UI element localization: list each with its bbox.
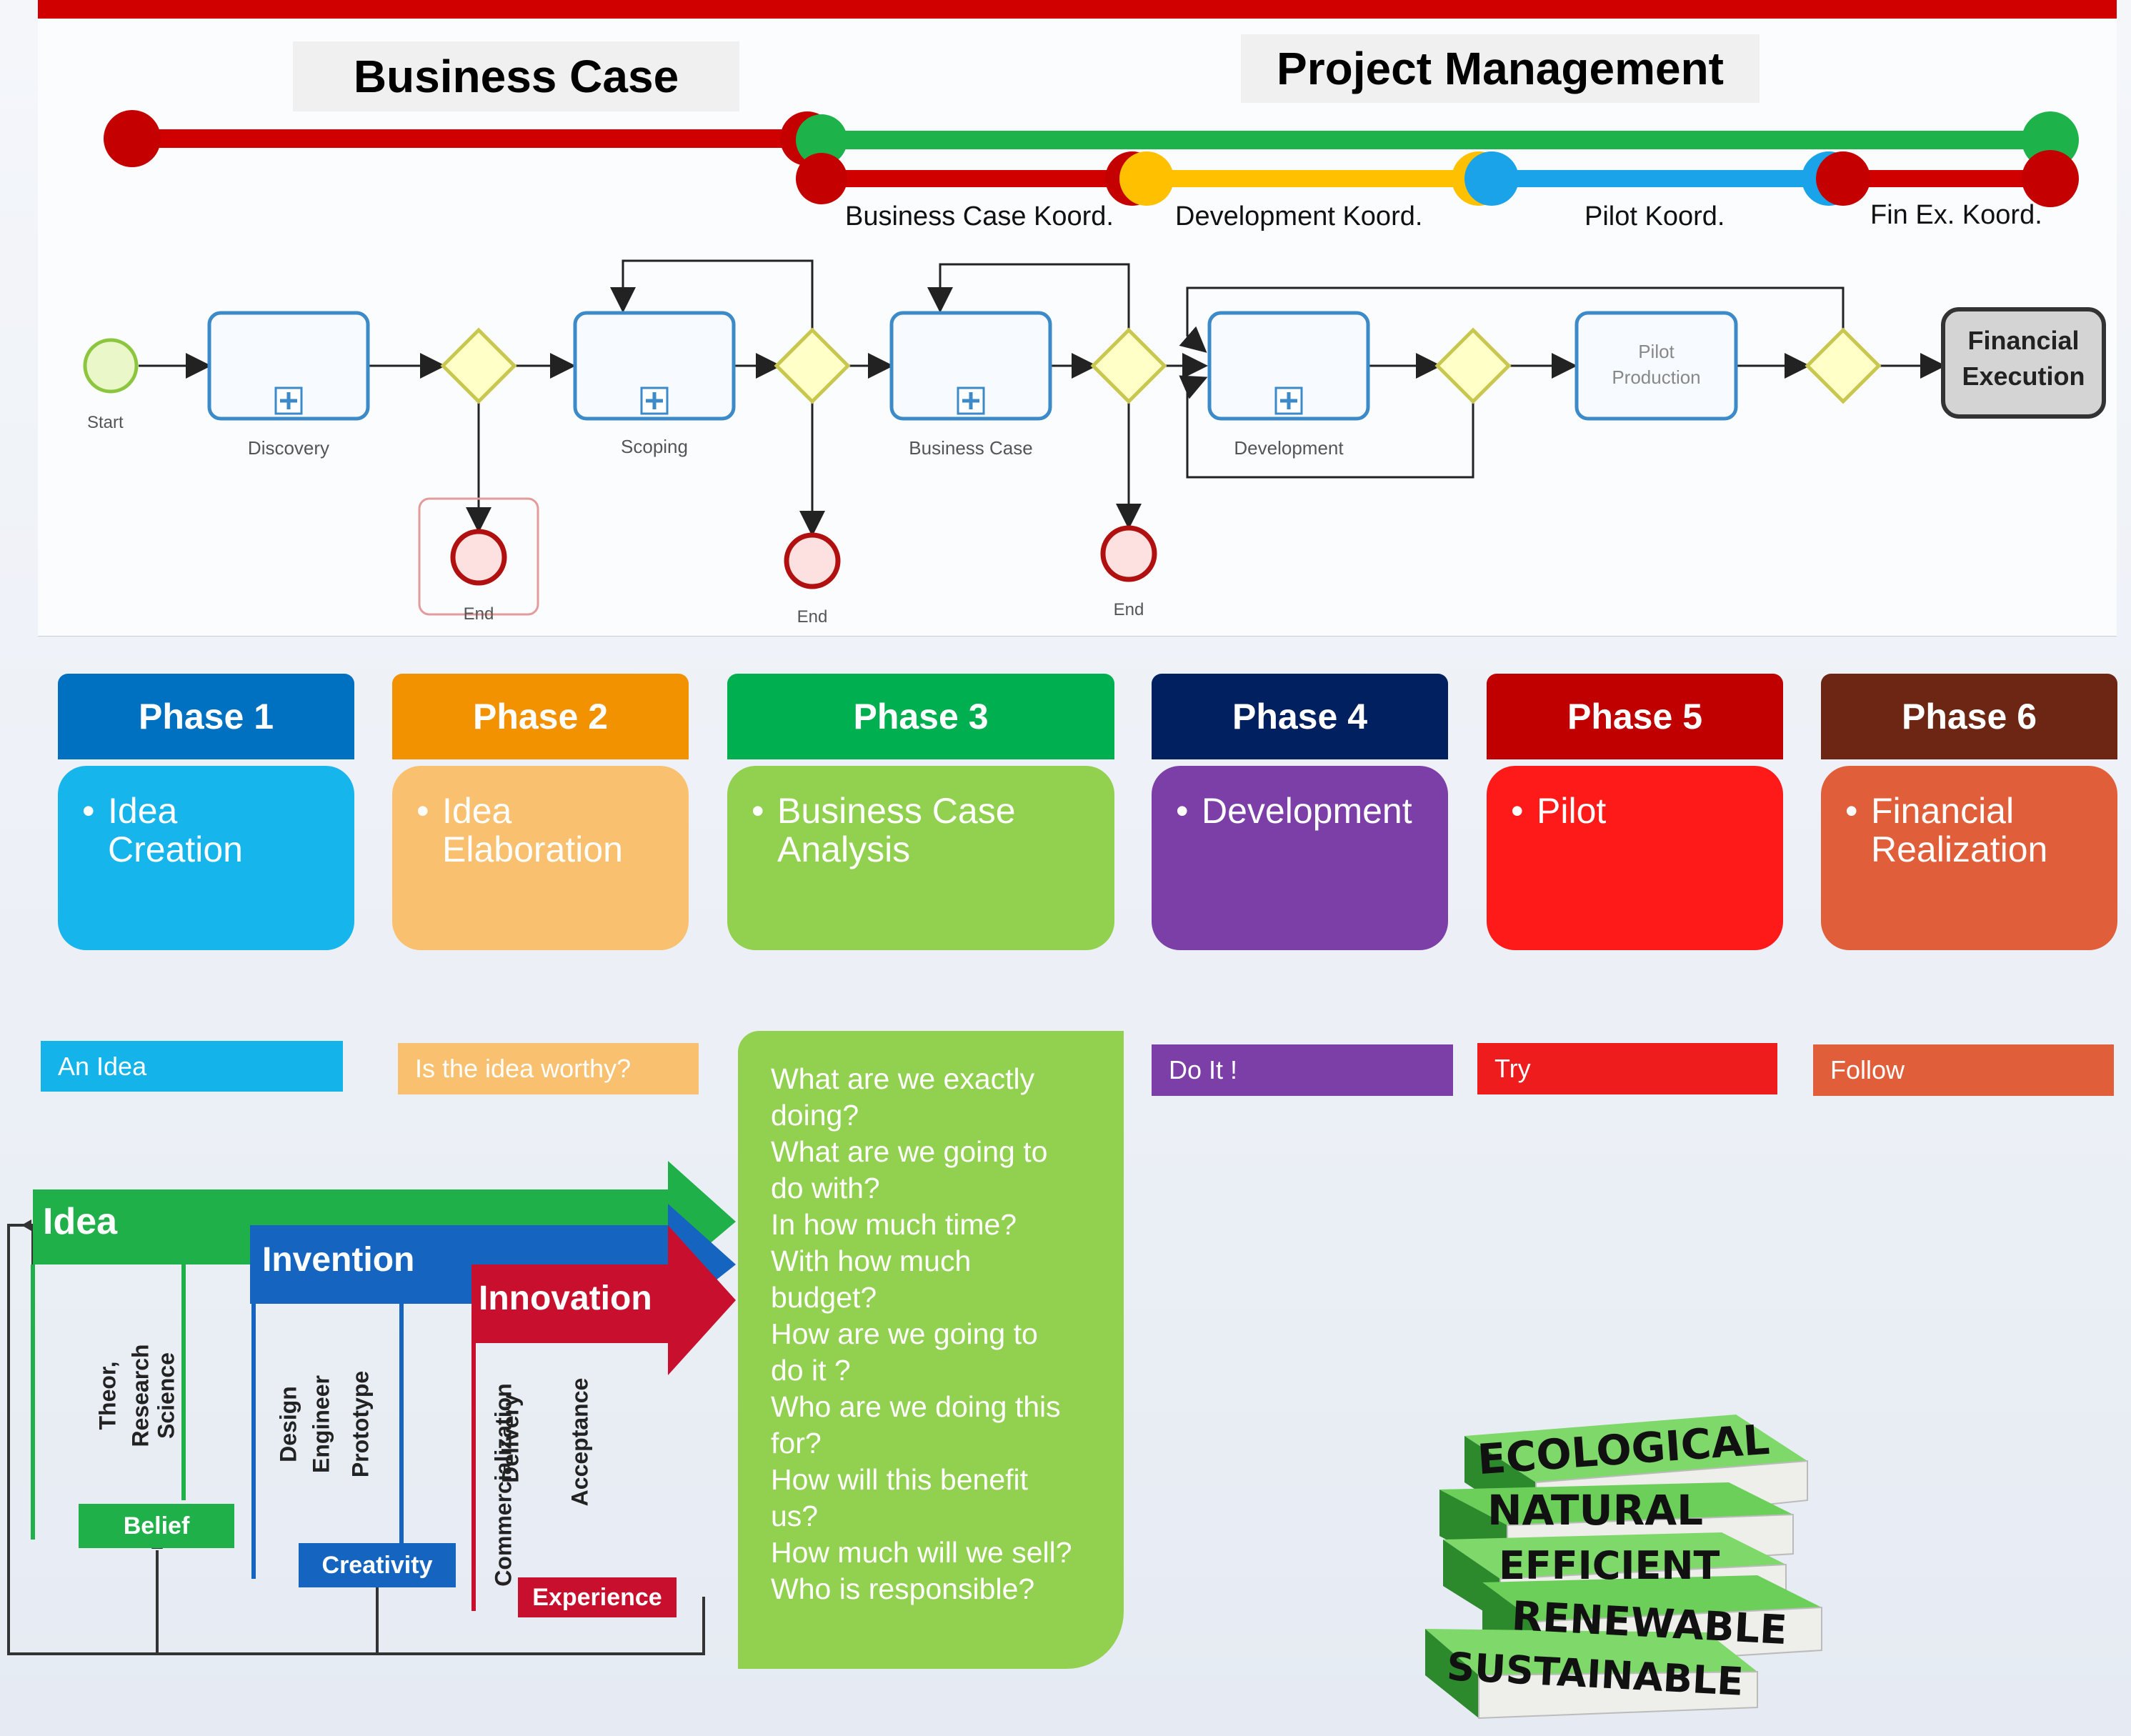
phase-1-header: Phase 1 xyxy=(58,674,354,759)
bullet: • xyxy=(416,791,429,831)
phase-1-text: Idea Creation xyxy=(108,791,243,869)
line-node xyxy=(1464,151,1519,206)
end-label: End xyxy=(463,604,494,624)
phase-1-body: • Idea Creation xyxy=(58,766,354,950)
belief-box xyxy=(79,1504,234,1548)
tagline-phase-4: Do It ! xyxy=(1152,1044,1453,1096)
end-event xyxy=(450,529,507,586)
coord-label: Development Koord. xyxy=(1175,201,1423,231)
phase-4-text: Development xyxy=(1202,791,1412,831)
coord-label: Business Case Koord. xyxy=(845,201,1114,231)
invention-item: Prototype xyxy=(347,1370,374,1478)
phase-6-text: Financial Realization xyxy=(1871,791,2048,869)
book-title: NATURAL xyxy=(1487,1486,1704,1535)
start-event xyxy=(83,338,139,394)
subprocess-plus-icons xyxy=(274,386,1303,415)
tagline-phase-5: Try xyxy=(1477,1043,1777,1094)
line-node xyxy=(1119,151,1174,206)
bullet: • xyxy=(1176,791,1189,831)
project-management-title: Project Management xyxy=(1241,34,1760,103)
innovation-item: Delivery xyxy=(497,1394,524,1483)
line-node xyxy=(796,153,847,204)
innovation-arrow xyxy=(471,1225,736,1375)
book xyxy=(1425,1629,1758,1720)
innovation-label: Innovation xyxy=(479,1279,652,1317)
creativity-box xyxy=(299,1543,456,1587)
invention-label: Invention xyxy=(262,1241,415,1279)
phase-3-questions: What are we exactly doing? What are we g… xyxy=(738,1031,1124,1669)
innovation-item: Acceptance xyxy=(567,1377,593,1507)
experience-label: Experience xyxy=(532,1584,662,1611)
end-label: End xyxy=(797,607,828,627)
idea-item: Theor, xyxy=(94,1361,121,1430)
task-label: Development xyxy=(1234,437,1344,459)
feedback-loop-line xyxy=(7,1224,705,1655)
bullet: • xyxy=(1845,791,1858,831)
belief-label: Belief xyxy=(123,1512,190,1540)
line-node xyxy=(1816,151,1870,206)
top-red-bar xyxy=(38,0,2117,19)
creativity-label: Creativity xyxy=(321,1552,433,1579)
phase-3-header: Phase 3 xyxy=(727,674,1114,759)
phase-6-header: Phase 6 xyxy=(1821,674,2117,759)
phase-5-text: Pilot xyxy=(1537,791,1607,831)
bullet: • xyxy=(752,791,764,831)
book-stack-illustration xyxy=(1425,1415,1822,1720)
task-label: Scoping xyxy=(621,436,688,457)
book-title: EFFICIENT xyxy=(1499,1543,1720,1588)
bullet: • xyxy=(82,791,95,831)
task-pilot-production xyxy=(1574,311,1738,421)
task-label: Discovery xyxy=(247,437,330,459)
line-node xyxy=(796,114,847,166)
task-financial-execution xyxy=(1941,307,2106,419)
end-highlight xyxy=(418,497,539,616)
phase-5-header: Phase 5 xyxy=(1487,674,1783,759)
task-discovery xyxy=(207,311,370,421)
experience-box xyxy=(518,1577,677,1617)
process-diagram xyxy=(83,110,2106,616)
gateway xyxy=(1434,327,1512,404)
phase-4-header: Phase 4 xyxy=(1152,674,1448,759)
idea-item: Science xyxy=(153,1352,179,1439)
innovation-diagram xyxy=(7,1161,736,1655)
phase-5-body: • Pilot xyxy=(1487,766,1783,950)
gateway xyxy=(774,327,851,404)
phase-3-text: Business Case Analysis xyxy=(777,791,1016,869)
questions-text: What are we exactly doing? What are we g… xyxy=(771,1062,1072,1605)
business-case-title: Business Case xyxy=(293,41,739,111)
phase-2-header: Phase 2 xyxy=(392,674,689,759)
phase-2-body: • Idea Elaboration xyxy=(392,766,689,950)
gateway xyxy=(1805,327,1882,404)
gateway xyxy=(1090,327,1167,404)
task-label: Business Case xyxy=(909,437,1033,459)
task-business-case xyxy=(889,311,1052,421)
pilot-production-label: Pilot Production xyxy=(1612,341,1701,388)
start-label: Start xyxy=(87,413,124,432)
coordination-lines xyxy=(104,110,2079,207)
end-event xyxy=(784,532,841,589)
task-scoping xyxy=(573,311,736,421)
tagline-phase-2: Is the idea worthy? xyxy=(398,1043,699,1094)
coord-label: Fin Ex. Koord. xyxy=(1870,200,2042,230)
line-start-node xyxy=(104,110,161,167)
idea-item: Research xyxy=(127,1344,154,1447)
tagline-phase-6: Follow xyxy=(1813,1044,2114,1096)
idea-label: Idea xyxy=(43,1201,118,1242)
phase-3-body: • Business Case Analysis xyxy=(727,766,1114,950)
financial-execution-label: Financial Execution xyxy=(1962,326,2085,391)
line-end-node xyxy=(2022,150,2079,207)
invention-item: Design xyxy=(275,1386,301,1462)
bullet: • xyxy=(1511,791,1524,831)
tagline-phase-1: An Idea xyxy=(41,1041,343,1092)
phase-4-body: • Development xyxy=(1152,766,1448,950)
coord-label: Pilot Koord. xyxy=(1584,201,1725,231)
invention-item: Engineer xyxy=(308,1375,334,1473)
gateway xyxy=(440,327,517,404)
task-development xyxy=(1207,311,1370,421)
phase-2-text: Idea Elaboration xyxy=(442,791,623,869)
end-label: End xyxy=(1113,600,1144,619)
phase-6-body: • Financial Realization xyxy=(1821,766,2117,950)
end-event xyxy=(1100,525,1157,582)
